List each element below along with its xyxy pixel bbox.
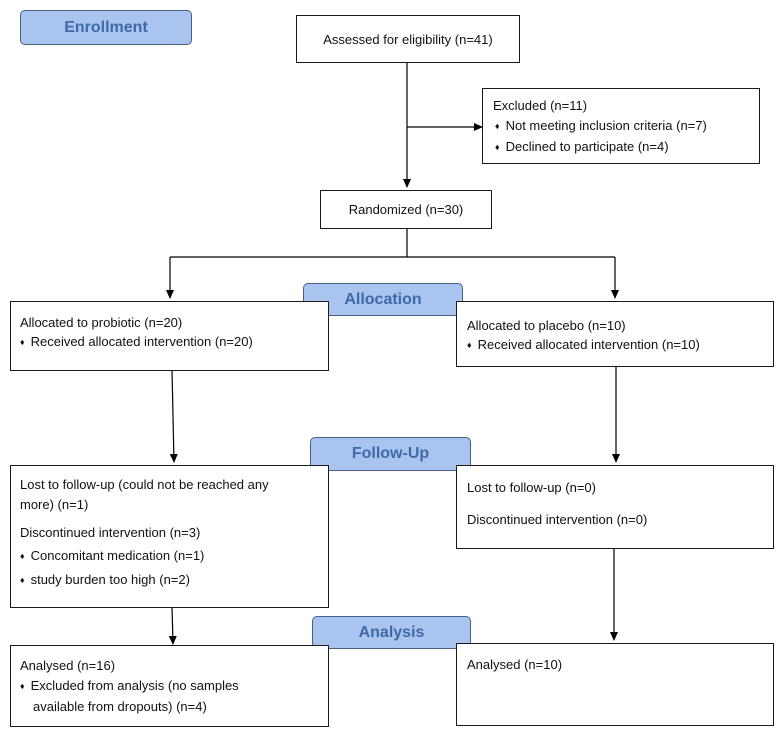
excluded-item: Declined to participate (n=4) [493, 137, 759, 158]
probiotic-analysis-item-line2: available from dropouts) (n=4) [33, 699, 207, 714]
placebo-analysed: Analysed (n=10) [467, 657, 563, 672]
stage-enrollment: Enrollment [20, 10, 192, 45]
stage-follow-up: Follow-Up [310, 437, 471, 471]
probiotic-analysed: Analysed (n=16) [20, 658, 116, 673]
placebo-allocation-item: Received allocated intervention (n=10) [467, 335, 773, 356]
arrow-probiotic-to-followup [169, 369, 178, 463]
placebo-followup-box: Lost to follow-up (n=0) Discontinued int… [456, 465, 774, 549]
stage-analysis: Analysis [312, 616, 471, 649]
placebo-lost: Lost to follow-up (n=0) [467, 480, 596, 495]
placebo-allocation-box: Allocated to placebo (n=10) Received all… [456, 301, 774, 367]
randomized-box: Randomized (n=30) [320, 190, 492, 229]
probiotic-allocation-item: Received allocated intervention (n=20) [20, 332, 328, 353]
excluded-item: Not meeting inclusion criteria (n=7) [493, 116, 759, 137]
placebo-analysis-box: Analysed (n=10) [456, 643, 774, 726]
probiotic-discontinued-item: study burden too high (n=2) [20, 570, 328, 591]
probiotic-analysis-box: Analysed (n=16) Excluded from analysis (… [10, 645, 329, 727]
placebo-discontinued: Discontinued intervention (n=0) [467, 512, 648, 527]
probiotic-allocation-box: Allocated to probiotic (n=20) Received a… [10, 301, 329, 371]
stage-allocation: Allocation [303, 283, 463, 316]
arrow-probiotic-to-analysis [168, 606, 177, 645]
probiotic-followup-box: Lost to follow-up (could not be reached … [10, 465, 329, 608]
excluded-box: Excluded (n=11) Not meeting inclusion cr… [482, 88, 760, 164]
placebo-allocation-title: Allocated to placebo (n=10) [467, 318, 626, 333]
probiotic-allocation-title: Allocated to probiotic (n=20) [20, 315, 183, 330]
assessed-box: Assessed for eligibility (n=41) [296, 15, 520, 63]
probiotic-discontinued: Discontinued intervention (n=3) [20, 525, 201, 540]
probiotic-discontinued-item: Concomitant medication (n=1) [20, 546, 328, 567]
assessed-text: Assessed for eligibility (n=41) [323, 31, 493, 47]
probiotic-analysis-item-line1: Excluded from analysis (no samples [20, 676, 328, 697]
excluded-title: Excluded (n=11) [493, 98, 588, 113]
probiotic-lost-line2: more) (n=1) [20, 497, 89, 512]
randomized-text: Randomized (n=30) [348, 202, 464, 217]
probiotic-lost-line1: Lost to follow-up (could not be reached … [20, 477, 269, 492]
